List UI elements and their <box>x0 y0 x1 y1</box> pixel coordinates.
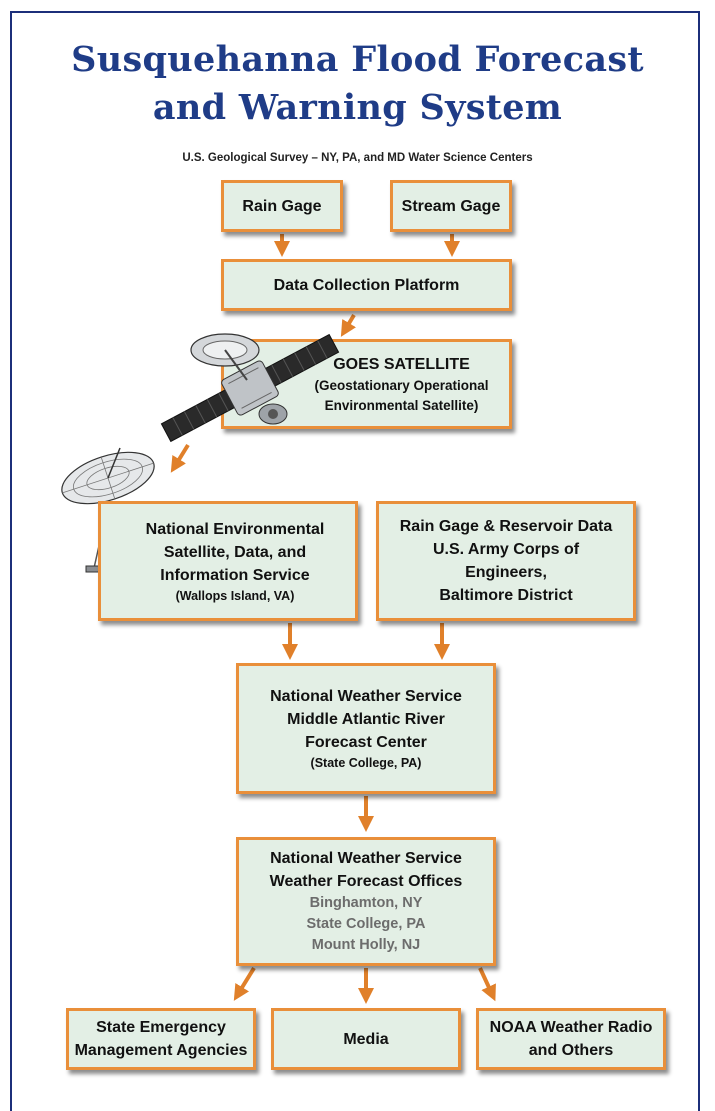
state-ema-label: State Emergency Management Agencies <box>74 1019 248 1059</box>
wfo-label: National Weather Service Weather Forecas… <box>269 850 463 890</box>
usace-label: Rain Gage & Reservoir Data U.S. Army Cor… <box>399 518 613 604</box>
arrow-wfo-to-state <box>233 966 256 1001</box>
goes-label: GOES SATELLITE <box>333 355 470 373</box>
rain-gage-label: Rain Gage <box>242 197 322 215</box>
nesdis-detail: (Wallops Island, VA) <box>175 588 295 603</box>
marfc-label: National Weather Service Middle Atlantic… <box>270 688 462 751</box>
arrow-goes-to-dish <box>170 443 190 473</box>
marfc-node: National Weather Service Middle Atlantic… <box>236 663 496 794</box>
arrow-wfo-to-noaa <box>478 967 496 1002</box>
rain-gage-node: Rain Gage <box>221 180 343 232</box>
page-subtitle: U.S. Geological Survey – NY, PA, and MD … <box>182 152 533 164</box>
noaa-radio-node: NOAA Weather Radio and Others <box>476 1008 666 1070</box>
arrow-dcp-to-goes <box>340 313 356 337</box>
wfo-office: Binghamton, NY <box>309 895 423 911</box>
page-title: Susquehanna Flood Forecast and Warning S… <box>71 39 644 128</box>
wfo-office: State College, PA <box>306 916 426 932</box>
media-label: Media <box>343 1030 389 1048</box>
usace-node: Rain Gage & Reservoir Data U.S. Army Cor… <box>376 501 636 621</box>
goes-detail: (Geostationary Operational Environmental… <box>314 377 489 413</box>
wfo-node: National Weather Service Weather Forecas… <box>236 837 496 966</box>
marfc-detail: (State College, PA) <box>310 756 422 770</box>
nesdis-node: National Environmental Satellite, Data, … <box>98 501 358 621</box>
media-node: Media <box>271 1008 461 1070</box>
wfo-office: Mount Holly, NJ <box>311 937 421 953</box>
data-collection-platform-node: Data Collection Platform <box>221 259 512 311</box>
dcp-label: Data Collection Platform <box>273 276 460 294</box>
stream-gage-node: Stream Gage <box>390 180 512 232</box>
satellite-icon <box>160 333 340 443</box>
stream-gage-label: Stream Gage <box>401 197 501 215</box>
noaa-radio-label: NOAA Weather Radio and Others <box>489 1019 653 1059</box>
state-ema-node: State Emergency Management Agencies <box>66 1008 256 1070</box>
nesdis-label: National Environmental Satellite, Data, … <box>145 520 325 584</box>
